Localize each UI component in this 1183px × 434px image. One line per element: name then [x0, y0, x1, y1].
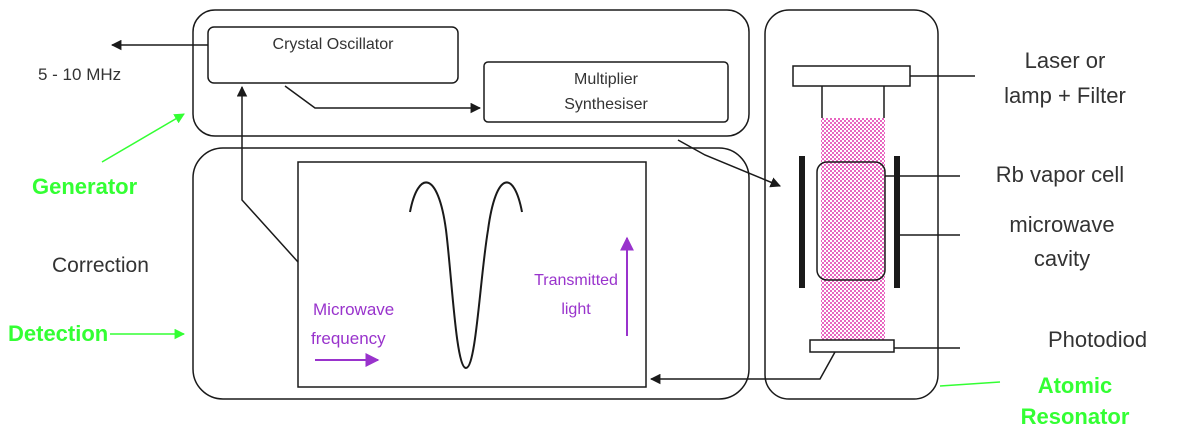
laser-label: Laser or: [1025, 48, 1106, 73]
cavity-plate-right: [894, 156, 900, 288]
light-beam: [821, 118, 885, 340]
correction-label: Correction: [52, 254, 149, 277]
cavity-label: microwave: [1009, 212, 1114, 237]
rb-vapor-cell: [816, 161, 886, 281]
microwave-label: Microwave: [313, 300, 394, 319]
cavity-plate-left: [799, 156, 805, 288]
rb-cell-label: Rb vapor cell: [996, 162, 1124, 187]
atomic-label: Atomic: [1038, 373, 1113, 398]
detection-label: Detection: [8, 321, 108, 346]
generator-label: Generator: [32, 174, 138, 199]
atomic-resonator-pointer: [939, 381, 1001, 387]
detection-box: [192, 147, 750, 400]
lamp-filter: [792, 65, 911, 87]
atomic-resonator-box: [764, 9, 939, 400]
crystal-oscillator-label: Crystal Oscillator: [273, 36, 395, 53]
multiplier-label: Multiplier: [574, 71, 639, 88]
absorption-curve: [409, 181, 523, 370]
synthesiser-label: Synthesiser: [564, 96, 648, 113]
photodiode: [809, 339, 895, 353]
lamp-filter-label: lamp + Filter: [1004, 83, 1126, 108]
mult-to-cavity-arrow: [677, 139, 781, 188]
spectrum-display: [297, 161, 647, 388]
crystal-oscillator-box: [207, 26, 459, 84]
photodiode-label: Photodiod: [1048, 327, 1147, 352]
generator-pointer: [101, 113, 185, 163]
resonator-label: Resonator: [1021, 404, 1130, 429]
correction-arrow: [236, 85, 299, 263]
photodiode-to-display-arrow: [649, 351, 836, 385]
cavity-label-2: cavity: [1034, 246, 1090, 271]
light-label: light: [561, 301, 591, 318]
generator-box: [192, 9, 750, 137]
frequency-label: frequency: [311, 329, 386, 348]
osc-to-mult-arrow: [284, 85, 482, 114]
transmitted-label: Transmitted: [534, 272, 618, 289]
output-frequency-label: 5 - 10 MHz: [38, 65, 121, 84]
multiplier-synthesiser-box: [483, 61, 729, 123]
